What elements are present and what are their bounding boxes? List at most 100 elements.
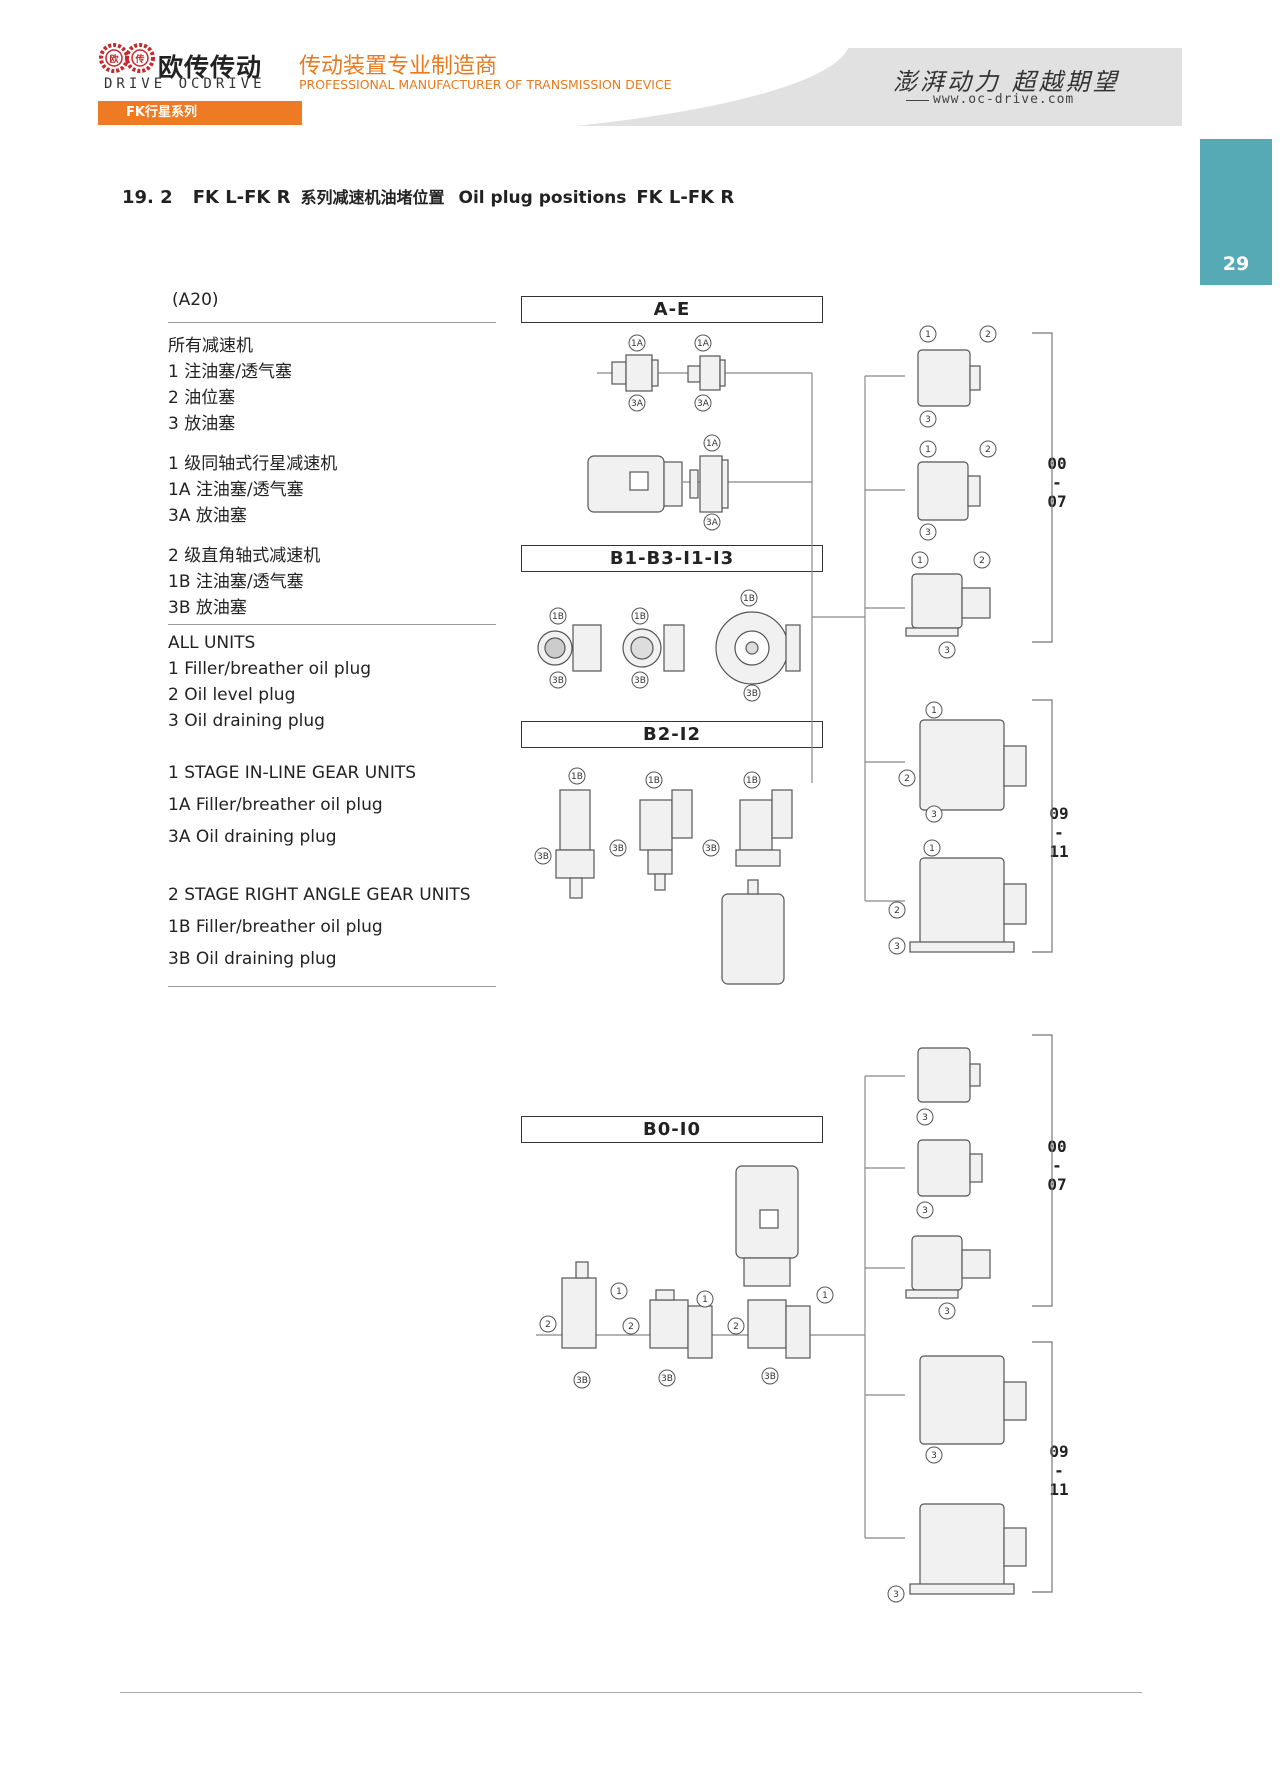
- plug-callout: 1B: [740, 589, 758, 607]
- legend-rule: [168, 624, 496, 625]
- page-number-tab: 29: [1200, 139, 1272, 285]
- plug-callout: 1A: [703, 434, 721, 452]
- legend-en-line: 1 Filler/breather oil plug: [168, 659, 372, 679]
- plug-label-1: 1: [929, 844, 935, 854]
- gearbox-drawings-ae: [587, 354, 729, 513]
- plug-callout: 1: [925, 701, 943, 719]
- section-title: 19. 2 FK L-FK R 系列减速机油堵位置 Oil plug position…: [122, 184, 744, 208]
- size-dash: -: [1054, 1461, 1064, 1480]
- section-title-english: Oil plug positions: [458, 188, 627, 208]
- plug-callout: 2: [898, 769, 916, 787]
- plug-label-2: 2: [733, 1322, 739, 1332]
- gearbox-drawings-right-top: [905, 349, 1027, 953]
- plug-label-1a: 1A: [697, 339, 710, 349]
- plug-callout: 3A: [703, 513, 721, 531]
- plug-callout: 3: [925, 805, 943, 823]
- plug-callout: 2: [979, 325, 997, 343]
- legend-zh-line: 2 级直角轴式减速机: [168, 546, 321, 566]
- plug-label-3b: 3B: [705, 844, 717, 854]
- size-to: 11: [1049, 842, 1069, 861]
- plug-label-3: 3: [944, 646, 950, 656]
- plug-label-1b: 1B: [648, 776, 660, 786]
- logo-chinese: 欧传传动: [158, 53, 263, 82]
- gearbox-drawings-b2: [555, 789, 793, 985]
- plug-label-1a: 1A: [706, 439, 719, 449]
- plug-callout: 2: [979, 440, 997, 458]
- plug-label-1b: 1B: [743, 594, 755, 604]
- gearbox-drawings-b0: [561, 1165, 811, 1359]
- size-to: 11: [1049, 1480, 1069, 1499]
- plug-label-3b: 3B: [746, 689, 758, 699]
- legend-zh-line: 1 注油塞/透气塞: [168, 362, 292, 382]
- plug-callout: 1B: [631, 607, 649, 625]
- plug-callout: 1: [696, 1290, 714, 1308]
- plug-callout: 1: [919, 325, 937, 343]
- legend-code: (A20): [172, 290, 219, 310]
- size-range-top-large: 09 - 11: [1039, 804, 1079, 861]
- plug-label-1: 1: [702, 1295, 708, 1305]
- gearbox-drawings-right-bottom: [905, 1047, 1027, 1595]
- plug-callout: 3A: [694, 394, 712, 412]
- size-from: 09: [1049, 1442, 1069, 1461]
- plug-callout: 3: [938, 641, 956, 659]
- plug-callout: 1B: [549, 607, 567, 625]
- plug-label-1b: 1B: [634, 612, 646, 622]
- plug-label-3: 3: [925, 528, 931, 538]
- plug-label-2: 2: [904, 774, 910, 784]
- plug-callout: 3: [916, 1108, 934, 1126]
- section-model: FK L-FK R: [192, 187, 291, 208]
- plug-callout: 3B: [761, 1367, 779, 1385]
- size-from: 09: [1049, 804, 1069, 823]
- plug-label-1: 1: [925, 330, 931, 340]
- section-title-chinese: 系列减速机油堵位置: [300, 188, 445, 207]
- mounting-code-ae: A-E: [521, 296, 823, 323]
- legend-en-line: 1A Filler/breather oil plug: [168, 795, 383, 815]
- mounting-code-b2: B2-I2: [521, 721, 823, 748]
- plug-label-2: 2: [979, 556, 985, 566]
- plug-callouts: 1A 3A 1A 3A 1A 3A 1B 3B 1B 3B 1B 3B 1B 3…: [534, 325, 997, 1603]
- plug-label-3b: 3B: [552, 676, 564, 686]
- plug-callout: 3: [919, 410, 937, 428]
- plug-callout: 3B: [631, 671, 649, 689]
- size-dash: -: [1052, 473, 1062, 492]
- plug-callout: 1A: [628, 334, 646, 352]
- plug-label-1: 1: [917, 556, 923, 566]
- tagline-english: PROFESSIONAL MANUFACTURER OF TRANSMISSIO…: [299, 77, 672, 92]
- plug-label-2: 2: [545, 1320, 551, 1330]
- size-dash: -: [1054, 823, 1064, 842]
- plug-callout: 1: [919, 440, 937, 458]
- logo-badge-1: 欧: [109, 53, 118, 65]
- plug-callout: 1: [911, 551, 929, 569]
- plug-callout: 1A: [694, 334, 712, 352]
- footer-rule: [120, 1692, 1142, 1693]
- plug-callout: 3B: [743, 684, 761, 702]
- plug-callout: 1B: [568, 767, 586, 785]
- legend-en-line: 3B Oil draining plug: [168, 949, 337, 969]
- legend-en-line: 3 Oil draining plug: [168, 711, 325, 731]
- legend-zh-line: 3 放油塞: [168, 414, 236, 434]
- plug-label-3: 3: [922, 1113, 928, 1123]
- size-dash: -: [1052, 1156, 1062, 1175]
- legend-en-line: 2 Oil level plug: [168, 685, 296, 705]
- plug-label-3: 3: [894, 942, 900, 952]
- plug-label-3: 3: [922, 1206, 928, 1216]
- legend-zh-line: 1 级同轴式行星减速机: [168, 454, 338, 474]
- plug-label-2: 2: [985, 330, 991, 340]
- plug-callout: 3: [916, 1201, 934, 1219]
- plug-label-3b: 3B: [661, 1374, 673, 1384]
- plug-callout: 3B: [609, 839, 627, 857]
- legend-zh-line: 3B 放油塞: [168, 598, 247, 618]
- mounting-code-b1: B1-B3-I1-I3: [521, 545, 823, 572]
- plug-label-1: 1: [931, 706, 937, 716]
- plug-label-3b: 3B: [612, 844, 624, 854]
- plug-callout: 3: [919, 523, 937, 541]
- plug-label-1a: 1A: [631, 339, 644, 349]
- plug-label-3b: 3B: [576, 1376, 588, 1386]
- section-number: 19. 2: [122, 187, 173, 208]
- plug-label-3: 3: [944, 1307, 950, 1317]
- size-brackets: [1032, 332, 1053, 1593]
- plug-callout: 3B: [702, 839, 720, 857]
- mounting-code-b0: B0-I0: [521, 1116, 823, 1143]
- slogan: 澎湃动力 超越期望: [893, 68, 1120, 96]
